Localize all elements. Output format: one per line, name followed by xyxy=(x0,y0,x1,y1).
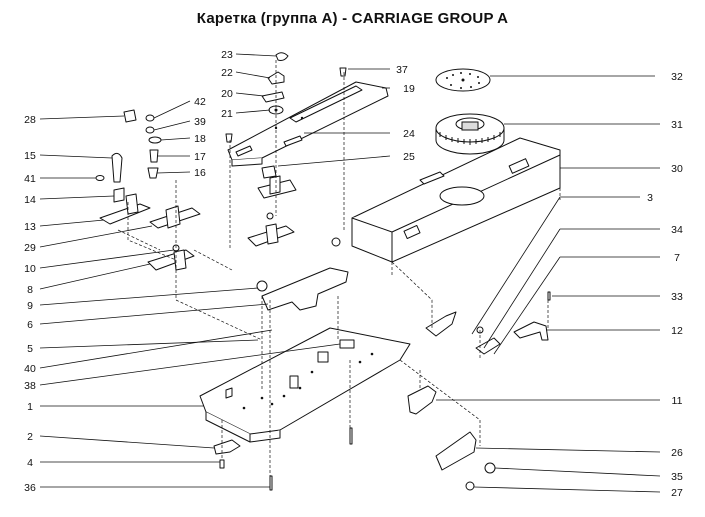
callout-33: 33 xyxy=(671,291,683,303)
callout-36: 36 xyxy=(24,482,36,494)
callout-20: 20 xyxy=(221,88,233,100)
callout-19: 19 xyxy=(403,83,415,95)
callout-41: 41 xyxy=(24,173,36,185)
callout-3: 3 xyxy=(647,192,653,204)
parts-right-side xyxy=(407,291,551,491)
part-cover-housing xyxy=(351,137,561,275)
callout-4: 4 xyxy=(27,457,33,469)
assembly-guide-lines xyxy=(117,60,549,478)
callout-30: 30 xyxy=(671,163,683,175)
callout-34: 34 xyxy=(671,224,683,236)
leader-lines xyxy=(39,53,661,493)
callout-29: 29 xyxy=(24,242,36,254)
callout-17: 17 xyxy=(194,151,206,163)
callout-42: 42 xyxy=(194,96,206,108)
callout-35: 35 xyxy=(671,471,683,483)
callout-31: 31 xyxy=(671,119,683,131)
callout-13: 13 xyxy=(24,221,36,233)
callout-37: 37 xyxy=(396,64,408,76)
part-bracket-29 xyxy=(149,205,201,229)
diagram-title: Каретка (группа А) - CARRIAGE GROUP A xyxy=(196,10,509,27)
callout-labels: 37 19 32 31 30 24 25 3 34 7 33 12 11 26 … xyxy=(24,49,683,499)
callout-39: 39 xyxy=(194,116,206,128)
part-bracket-13 xyxy=(99,193,151,225)
callout-7: 7 xyxy=(674,252,680,264)
part-gear-wheel xyxy=(435,113,505,155)
callout-10: 10 xyxy=(24,263,36,275)
callout-11: 11 xyxy=(672,395,683,407)
callout-2: 2 xyxy=(27,431,33,443)
callout-5: 5 xyxy=(27,343,33,355)
callout-12: 12 xyxy=(671,325,683,337)
callout-24: 24 xyxy=(403,128,415,140)
callout-8: 8 xyxy=(27,284,33,296)
part-bracket-8 xyxy=(147,244,195,271)
callout-14: 14 xyxy=(24,194,36,206)
callout-6: 6 xyxy=(27,319,33,331)
callout-26: 26 xyxy=(671,447,683,459)
callout-22: 22 xyxy=(221,67,233,79)
callout-28: 28 xyxy=(24,114,36,126)
callout-40: 40 xyxy=(24,363,36,375)
callout-25: 25 xyxy=(403,151,415,163)
callout-21: 21 xyxy=(221,108,233,120)
part-bracket-middle xyxy=(247,212,295,247)
callout-38: 38 xyxy=(24,380,36,392)
callout-1: 1 xyxy=(27,401,33,413)
part-lever-plate xyxy=(256,237,349,311)
callout-16: 16 xyxy=(194,167,206,179)
part-dial-disc xyxy=(435,68,491,92)
callout-18: 18 xyxy=(194,133,206,145)
parts-drawing xyxy=(95,52,561,491)
callout-32: 32 xyxy=(671,71,683,83)
callout-27: 27 xyxy=(671,487,683,499)
callout-15: 15 xyxy=(24,150,36,162)
parts-bottom-left xyxy=(213,427,353,491)
parts-left-column xyxy=(95,109,162,203)
part-base-frame xyxy=(199,327,411,443)
callout-9: 9 xyxy=(27,300,33,312)
callout-23: 23 xyxy=(221,49,233,61)
